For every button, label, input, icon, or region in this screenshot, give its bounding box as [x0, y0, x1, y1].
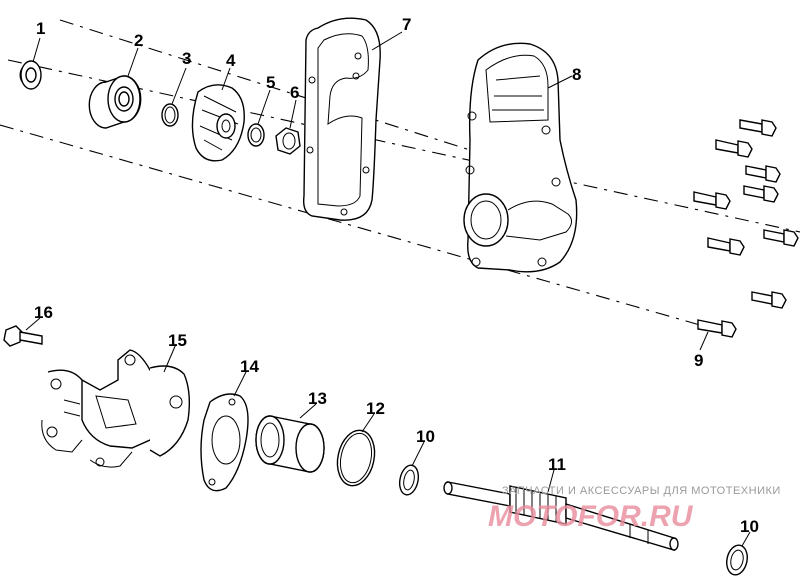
part-2-bearing — [88, 75, 142, 129]
callout-9: 9 — [694, 351, 703, 370]
callout-6: 6 — [290, 83, 299, 102]
callout-10-lower: 10 — [740, 517, 759, 536]
callout-7: 7 — [402, 15, 411, 34]
bolt — [707, 237, 745, 256]
part-1-seal — [19, 60, 42, 90]
part-3-ring — [161, 103, 179, 127]
callout-14: 14 — [240, 357, 259, 376]
part-6-nut — [275, 127, 301, 155]
bolts-group — [693, 119, 799, 338]
callout-10: 10 — [416, 427, 435, 446]
bolt — [763, 229, 799, 247]
bolt — [693, 191, 731, 210]
part-10-washer — [398, 464, 420, 496]
part-15-pump — [41, 349, 191, 468]
callout-4: 4 — [226, 51, 236, 70]
callout-1: 1 — [36, 19, 45, 38]
part-11-shaft — [443, 481, 679, 551]
watermark: ЗАПЧАСТИ И АКСЕССУАРЫ ДЛЯ МОТОТЕХНИКИ MO… — [488, 485, 781, 533]
watermark-logo: MOTOFOR.RU — [488, 500, 694, 533]
watermark-text: ЗАПЧАСТИ И АКСЕССУАРЫ ДЛЯ МОТОТЕХНИКИ — [502, 485, 781, 497]
callout-12: 12 — [366, 399, 385, 418]
bolt — [739, 119, 777, 137]
bolt — [697, 319, 737, 338]
bolt — [751, 291, 787, 309]
callout-2: 2 — [134, 31, 143, 50]
leader-lines — [25, 31, 751, 547]
callout-labels: 1 2 3 4 5 6 7 8 9 10 11 12 13 14 15 16 1… — [34, 15, 759, 536]
callout-15: 15 — [168, 331, 187, 350]
callout-8: 8 — [572, 65, 581, 84]
part-8-housing — [463, 42, 578, 273]
callout-16: 16 — [34, 303, 53, 322]
bolt — [715, 139, 753, 158]
callout-11: 11 — [548, 455, 566, 474]
part-12-oring — [336, 429, 376, 487]
part-16-bolt — [3, 325, 43, 347]
callout-3: 3 — [182, 49, 191, 68]
callout-5: 5 — [266, 73, 275, 92]
centerlines — [0, 19, 800, 326]
part-7-gasket — [302, 17, 381, 221]
part-4-impeller — [191, 84, 245, 162]
bolt — [745, 165, 781, 183]
part-5-ring — [247, 123, 265, 147]
part-14-gasket — [200, 393, 249, 492]
part-10-washer-lower — [726, 544, 748, 576]
part-13-sleeve — [255, 415, 325, 473]
bolt — [743, 185, 779, 203]
callout-13: 13 — [308, 389, 327, 408]
